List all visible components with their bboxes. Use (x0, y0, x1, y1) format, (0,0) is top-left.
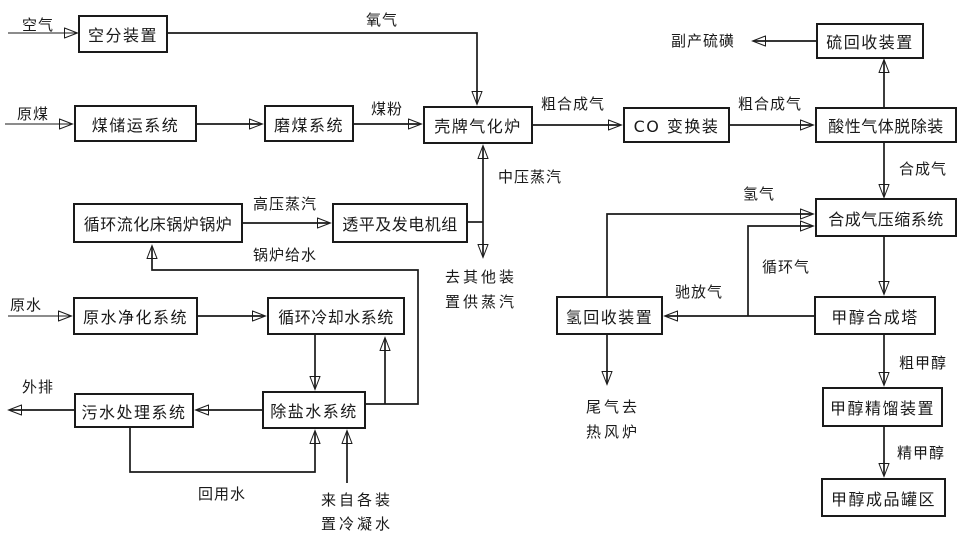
stream-label-hp-steam: 高压蒸汽 (253, 195, 318, 213)
stream-label-recycle-gas: 循环气 (762, 258, 811, 276)
stream-label-purge-gas: 驰放气 (675, 283, 724, 301)
stream-label-discharge: 外排 (22, 378, 55, 396)
node-hydrogen-recovery: 氢回收装置 (556, 296, 663, 335)
stream-label-tail-gas: 尾气去 热风炉 (586, 398, 641, 441)
stream-label-raw-coal: 原煤 (17, 105, 50, 123)
node-shell-gasifier: 壳牌气化炉 (423, 106, 533, 144)
stream-label-mp-steam: 中压蒸汽 (498, 168, 563, 186)
node-methanol-distillation: 甲醇精馏装置 (822, 387, 943, 427)
edge-recycle-gas (747, 226, 812, 316)
stream-label-oxygen: 氧气 (366, 11, 399, 29)
node-turbine-generator: 透平及发电机组 (332, 203, 468, 243)
stream-label-reuse-water: 回用水 (198, 485, 247, 503)
node-sulfur-recovery: 硫回收装置 (816, 23, 924, 59)
node-acid-gas-removal: 酸性气体脱除装 (815, 107, 957, 143)
stream-label-crude-methanol: 粗甲醇 (899, 354, 948, 372)
node-co-shift: CO 变换装 (623, 107, 730, 143)
stream-label-crude-syngas-2: 粗合成气 (738, 95, 803, 113)
node-coal-mill: 磨煤系统 (264, 105, 354, 142)
edge-boiler-feed-water (152, 247, 419, 405)
stream-label-air: 空气 (22, 16, 55, 34)
stream-label-raw-water: 原水 (10, 296, 43, 314)
node-cfb-boiler: 循环流化床锅炉锅炉 (73, 203, 243, 243)
stream-label-coal-powder: 煤粉 (371, 100, 404, 118)
edge-hydrogen (606, 214, 812, 296)
node-demineralized-water: 除盐水系统 (262, 391, 366, 429)
node-raw-water-purification: 原水净化系统 (73, 297, 198, 335)
edge-reuse-water (129, 428, 315, 473)
node-circulating-cooling-water: 循环冷却水系统 (267, 297, 405, 335)
edge-oxygen (168, 32, 477, 103)
stream-label-refined-methanol: 精甲醇 (897, 444, 946, 462)
node-methanol-synthesis: 甲醇合成塔 (814, 296, 936, 335)
stream-label-hydrogen: 氢气 (743, 185, 776, 203)
node-syngas-compression: 合成气压缩系统 (815, 198, 957, 237)
node-air-separation: 空分装置 (78, 15, 168, 53)
node-coal-storage: 煤储运系统 (74, 105, 197, 142)
node-methanol-tank-farm: 甲醇成品罐区 (821, 478, 946, 517)
stream-label-boiler-feed-water: 锅炉给水 (253, 246, 318, 264)
stream-label-byproduct-sulfur: 副产硫磺 (671, 32, 736, 50)
stream-label-condensate-from-units: 来自各装 置冷凝水 (321, 491, 394, 533)
stream-label-crude-syngas-1: 粗合成气 (541, 95, 606, 113)
node-sewage-treatment: 污水处理系统 (74, 393, 194, 428)
stream-label-steam-to-other-units: 去其他装 置供蒸汽 (445, 268, 518, 311)
stream-label-syngas: 合成气 (899, 160, 948, 178)
